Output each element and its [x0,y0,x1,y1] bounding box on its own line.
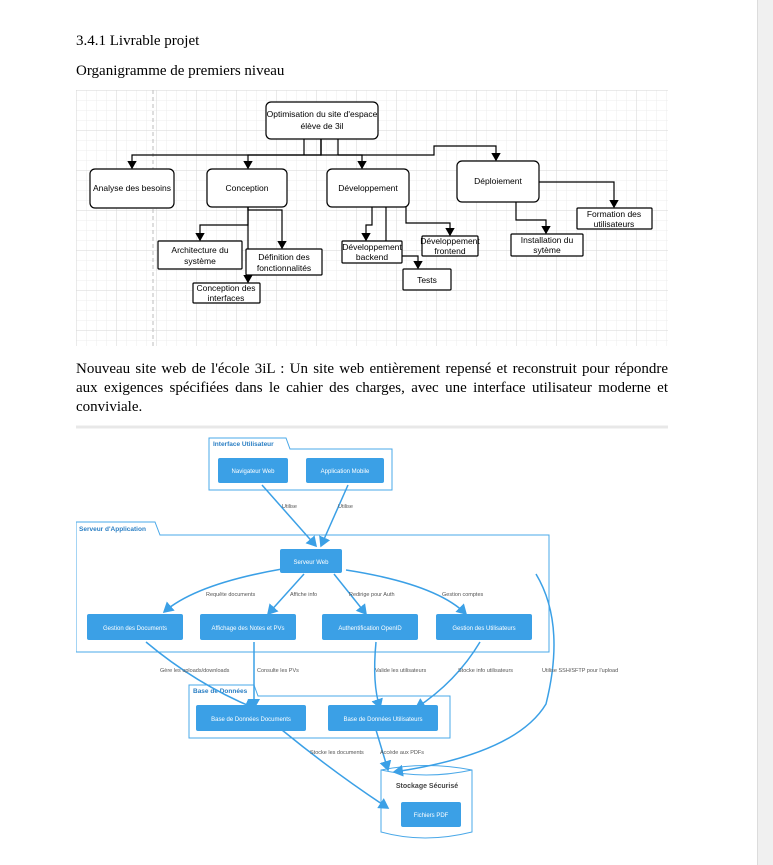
section-heading: 3.4.1 Livrable projet [76,33,200,49]
svg-text:Serveur Web: Serveur Web [294,560,330,566]
svg-text:Valide les utilisateurs: Valide les utilisateurs [375,668,427,674]
org-chart-figure: Optimisation du site d'espace élève de 3… [76,90,668,346]
component-web-server [280,549,342,573]
svg-text:Stocke les documents: Stocke les documents [310,750,364,756]
component-browser [218,458,288,483]
component-users [436,614,532,640]
edge-label-utilise-2: Utilise [338,504,353,510]
svg-text:Fichiers PDF: Fichiers PDF [414,813,449,819]
org-node-conception-interfaces [192,282,261,304]
component-pdf [401,802,461,827]
component-db-users [328,705,438,731]
component-db-docs [196,705,306,731]
svg-text:interfaces: interfaces [208,293,245,303]
svg-text:Formation des: Formation des [587,209,641,219]
org-node-root [265,101,379,140]
svg-text:Développement: Développement [420,236,480,246]
svg-text:fonctionnalités: fonctionnalités [257,263,311,273]
svg-text:Développement: Développement [342,242,402,252]
edge-label-utilise-1: Utilise [282,504,297,510]
org-node-analyse [89,168,175,209]
svg-text:Navigateur Web: Navigateur Web [232,469,276,475]
document-page: 3.4.1 Livrable projet Organigramme de pr… [76,33,668,839]
figure-caption: Organigramme de premiers niveau [76,63,285,79]
org-label-conception: Conception [225,183,268,193]
org-label-analyse: Analyse des besoins [93,183,171,193]
svg-text:Stocke info utilisateurs: Stocke info utilisateurs [458,668,513,674]
svg-text:Consulte les PVs: Consulte les PVs [257,668,299,674]
svg-text:frontend: frontend [434,246,465,256]
svg-text:Affichage des Notes et PVs: Affichage des Notes et PVs [212,626,285,632]
svg-text:Requête documents: Requête documents [206,592,255,598]
package-ui [208,437,393,491]
description-paragraph: Nouveau site web de l'école 3iL : Un sit… [76,361,668,415]
org-node-deploiement [456,160,540,203]
org-node-developpement [326,168,410,208]
package-db [188,684,451,739]
svg-text:Installation du: Installation du [521,235,574,245]
svg-text:backend: backend [356,252,388,262]
svg-text:Base de Données Utilisateurs: Base de Données Utilisateurs [343,717,422,723]
svg-text:Affiche info: Affiche info [290,592,317,598]
org-node-tests [402,268,452,291]
svg-text:Gère les uploads/downloads: Gère les uploads/downloads [160,668,230,674]
org-node-dev-frontend [421,235,479,257]
org-label-tests: Tests [417,275,437,285]
component-grades [200,614,296,640]
component-mobile [306,458,384,483]
org-node-formation [576,207,653,230]
component-docs [87,614,183,640]
vertical-scrollbar[interactable] [757,0,773,865]
svg-text:Architecture du: Architecture du [171,245,228,255]
org-label-deploiement: Déploiement [474,176,522,186]
svg-text:utilisateurs: utilisateurs [594,219,635,229]
svg-text:sytème: sytème [533,245,561,255]
component-auth [322,614,418,640]
org-root-line2: élève de 3il [300,121,343,131]
storage-label: Stockage Sécurisé [396,783,458,790]
org-node-definition [245,248,323,276]
org-root-line1: Optimisation du site d'espace [267,109,378,119]
svg-text:Authentification OpenID: Authentification OpenID [338,626,402,632]
package-app-label: Serveur d'Application [79,526,146,533]
org-node-dev-backend [341,240,403,264]
package-ui-label: Interface Utilisateur [213,441,274,448]
svg-text:Utilise SSH/SFTP pour l'upload: Utilise SSH/SFTP pour l'upload [542,668,618,674]
svg-text:Conception des: Conception des [196,283,255,293]
svg-text:Gestion des Utilisateurs: Gestion des Utilisateurs [452,626,515,632]
svg-text:Définition des: Définition des [258,252,310,262]
svg-text:Gestion des Documents: Gestion des Documents [103,626,167,632]
org-label-developpement: Développement [338,183,398,193]
package-app [76,521,550,653]
org-node-architecture [157,240,243,270]
svg-text:Base de Données Documents: Base de Données Documents [211,717,291,723]
org-node-conception [206,168,288,208]
svg-text:Redirige pour Auth: Redirige pour Auth [349,592,395,598]
svg-text:Application Mobile: Application Mobile [321,469,370,475]
svg-text:Gestion comptes: Gestion comptes [442,592,484,598]
svg-text:système: système [184,256,216,266]
storage-cylinder [380,765,473,839]
org-node-installation [510,233,584,257]
svg-text:Accède aux PDFs: Accède aux PDFs [380,750,424,756]
architecture-diagram: Interface Utilisateur Serveur d'Applicat… [76,425,668,839]
